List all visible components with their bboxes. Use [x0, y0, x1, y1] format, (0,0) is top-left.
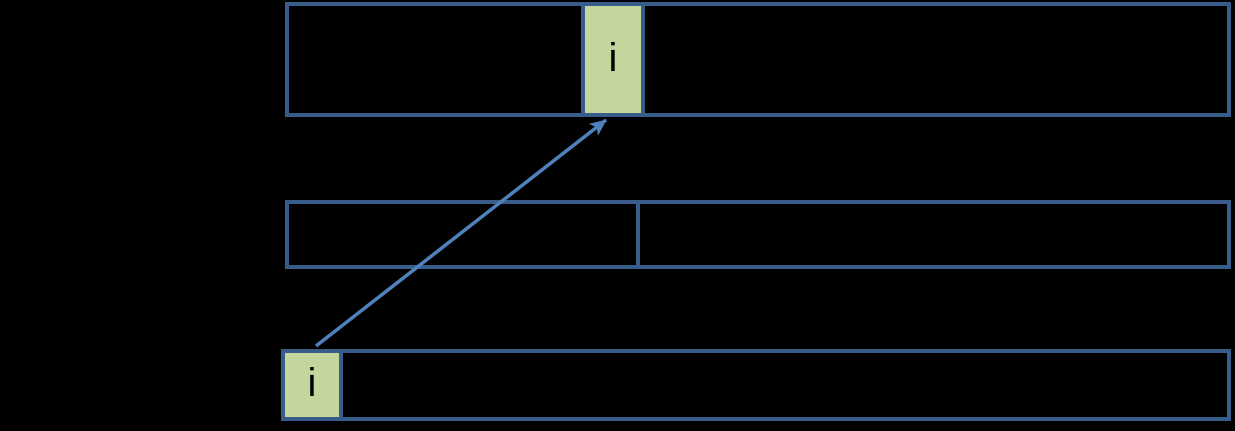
bottom-index-label: i [307, 361, 317, 405]
top-array-highlight-cell: i [581, 2, 645, 117]
middle-array-divider [636, 204, 640, 265]
top-index-label: i [608, 35, 618, 80]
bottom-array-highlight-cell: i [281, 349, 343, 421]
bottom-array-bar [281, 349, 1231, 421]
middle-array-bar [285, 200, 1231, 269]
top-array-bar [285, 2, 1231, 117]
